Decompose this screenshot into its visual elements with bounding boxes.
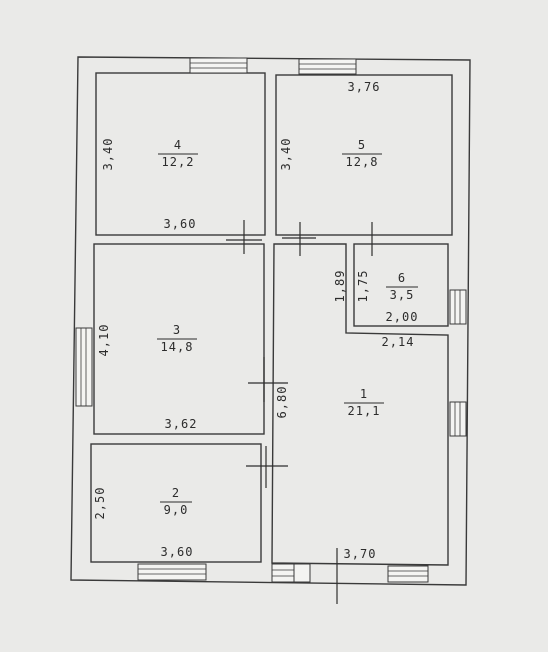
- door-marks: [226, 220, 373, 604]
- window-right-upper: [449, 289, 467, 325]
- room-4-outline: [95, 72, 266, 236]
- window-bottom-left: [137, 563, 207, 581]
- room-label-2: 2 9,0: [160, 486, 192, 517]
- entrance-door: [271, 563, 311, 583]
- room-3-outline: [93, 243, 265, 435]
- room-number: 1: [360, 387, 368, 401]
- room-number: 3: [173, 323, 181, 337]
- room-1-outline: [271, 243, 449, 566]
- room-label-5: 5 12,8: [342, 138, 382, 169]
- dimension-label: 3,62: [165, 417, 198, 431]
- dimension-label: 1,89: [333, 270, 347, 303]
- dimension-label: 3,40: [279, 138, 293, 171]
- room-number: 4: [174, 138, 182, 152]
- room-area: 9,0: [164, 503, 189, 517]
- dimension-label: 3,60: [161, 545, 194, 559]
- window-bottom-right: [387, 565, 429, 583]
- window-top-left: [189, 57, 248, 74]
- room-number: 6: [398, 271, 406, 285]
- room-5-outline: [275, 74, 453, 236]
- window-top-right: [298, 58, 357, 75]
- dimension-label: 3,70: [344, 547, 377, 561]
- room-area: 14,8: [161, 340, 194, 354]
- room-2-outline: [90, 443, 262, 563]
- room-number: 2: [172, 486, 180, 500]
- dimension-label: 4,10: [97, 324, 111, 357]
- dimension-label: 3,76: [348, 80, 381, 94]
- dimension-label: 3,40: [101, 138, 115, 171]
- dimension-label: 2,50: [93, 487, 107, 520]
- room-area: 12,2: [162, 155, 195, 169]
- room-6-outline: [353, 243, 449, 327]
- room-area: 21,1: [348, 404, 381, 418]
- room-label-3: 3 14,8: [157, 323, 197, 354]
- dimension-label: 2,00: [386, 310, 419, 324]
- dimension-label: 1,75: [356, 270, 370, 303]
- dimension-label: 6,80: [275, 386, 289, 419]
- room-area: 12,8: [346, 155, 379, 169]
- room-number: 5: [358, 138, 366, 152]
- window-right-lower: [449, 401, 467, 437]
- room-label-6: 6 3,5: [386, 271, 418, 302]
- room-label-4: 4 12,2: [158, 138, 198, 169]
- window-left: [75, 327, 93, 407]
- room-area: 3,5: [390, 288, 415, 302]
- room-label-1: 1 21,1: [344, 387, 384, 418]
- dimension-label: 3,60: [164, 217, 197, 231]
- dimension-label: 2,14: [382, 335, 415, 349]
